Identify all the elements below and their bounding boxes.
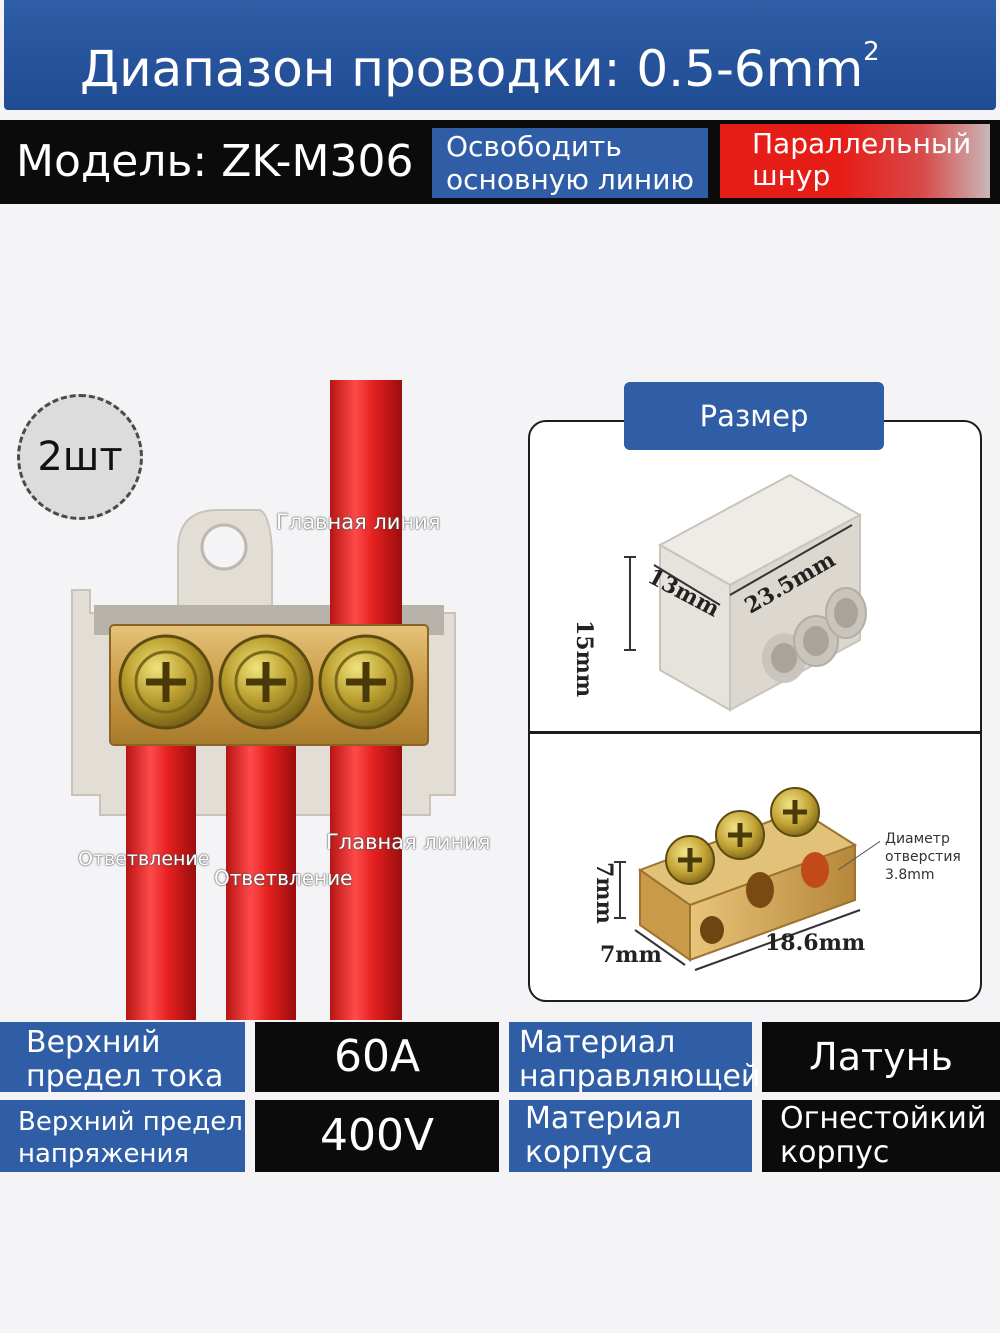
label-line-2: напряжения	[18, 1139, 190, 1169]
voltage-limit-label: Верхний предел напряжения	[0, 1100, 245, 1172]
voltage-limit-value: 400V	[255, 1100, 499, 1172]
brass-height-dim: 7mm	[591, 862, 617, 924]
label-line-2: корпуса	[525, 1135, 653, 1170]
top-banner: Диапазон проводки: 0.5-6mm2	[4, 0, 996, 110]
brass-diagram	[614, 787, 880, 971]
body-material-label: Материал корпуса	[509, 1100, 752, 1172]
screw-3	[318, 634, 414, 730]
label-line-2: направляющей	[519, 1059, 761, 1094]
free-main-line-badge: Освободить основную линию	[432, 128, 708, 198]
current-limit-value: 60A	[255, 1022, 499, 1092]
wiring-range-superscript: 2	[863, 37, 880, 67]
label-line-2: предел тока	[26, 1059, 224, 1094]
body-material-value: Огнестойкий корпус	[762, 1100, 1000, 1172]
parallel-cord-badge: Параллельный шнур	[720, 124, 990, 198]
brass-length-dim: 18.6mm	[765, 930, 866, 956]
housing-diagram	[624, 473, 867, 712]
branch-wire-2	[226, 725, 296, 1020]
brass-width-dim: 7mm	[600, 942, 662, 968]
terminal-block-photo	[71, 380, 456, 1020]
screw-2	[218, 634, 314, 730]
main-line-label-top: Главная линия	[276, 510, 441, 534]
screw-1	[118, 634, 214, 730]
wiring-range-text: Диапазон проводки: 0.5-6mm	[80, 40, 864, 98]
main-line-label-mid: Главная линия	[326, 830, 491, 854]
current-limit-label: Верхний предел тока	[0, 1022, 245, 1094]
hole-diameter-note: Диаметр отверстия 3.8mm	[885, 830, 961, 884]
branch-wire-1	[126, 725, 196, 1020]
hole-note-line-2: отверстия	[885, 849, 961, 865]
model-label: Модель: ZK-M306	[16, 136, 414, 187]
guide-material-label: Материал направляющей	[509, 1022, 761, 1094]
badge-line-2: основную линию	[446, 163, 694, 196]
hole-note-line-1: Диаметр	[885, 831, 950, 847]
branch-label-left: Ответвление	[78, 848, 210, 870]
label-line-1: Материал	[525, 1101, 682, 1136]
label-line-1: Верхний	[26, 1025, 161, 1060]
badge-line-1: Освободить	[446, 130, 622, 163]
value-line-2: корпус	[780, 1135, 890, 1170]
quantity-badge: 2шт	[17, 394, 143, 520]
hole-note-line-3: 3.8mm	[885, 867, 935, 883]
label-line-1: Материал	[519, 1025, 676, 1060]
product-size-title: Размер продукта	[624, 382, 884, 501]
badge-line-2: шнур	[752, 159, 831, 192]
housing-height-dim: 15mm	[571, 620, 597, 698]
value-line-1: Огнестойкий	[780, 1101, 987, 1136]
panel-divider	[530, 731, 980, 734]
guide-material-value: Латунь	[762, 1022, 1000, 1092]
branch-label-mid: Ответвление	[214, 866, 353, 890]
label-line-1: Верхний предел	[18, 1107, 243, 1137]
badge-line-1: Параллельный	[752, 127, 972, 160]
